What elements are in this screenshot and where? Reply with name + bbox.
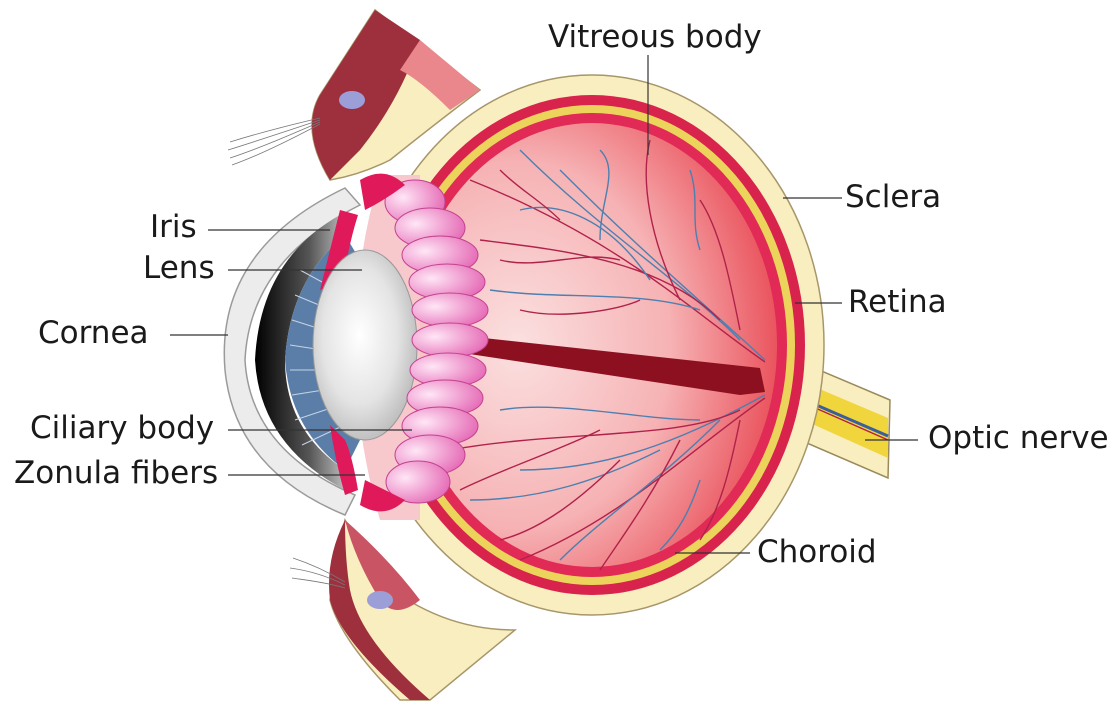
lens xyxy=(313,250,417,440)
label-sclera: Sclera xyxy=(845,182,941,213)
label-cornea: Cornea xyxy=(38,318,149,349)
label-optic-nerve: Optic nerve xyxy=(928,423,1109,454)
label-choroid: Choroid xyxy=(757,537,877,568)
upper-eyelashes xyxy=(228,118,320,165)
label-lens: Lens xyxy=(143,253,215,284)
label-iris: Iris xyxy=(150,212,197,243)
label-zonula-fibers: Zonula fibers xyxy=(14,458,218,489)
label-ciliary-body: Ciliary body xyxy=(30,413,214,444)
label-vitreous-body: Vitreous body xyxy=(548,22,762,53)
label-retina: Retina xyxy=(848,287,947,318)
